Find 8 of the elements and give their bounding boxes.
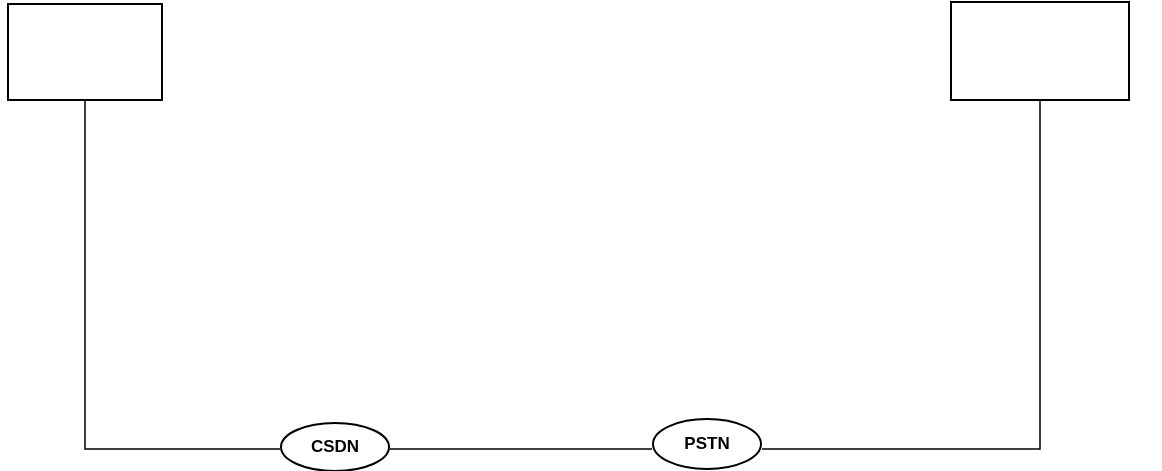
network-label: PSTN	[684, 434, 730, 454]
connector-line	[761, 100, 1041, 450]
terminal-box	[950, 1, 1130, 101]
connector-line	[389, 448, 653, 450]
connector-line	[84, 100, 281, 450]
network-label: CSDN	[310, 437, 360, 457]
terminal-box	[7, 3, 163, 101]
network-ellipse	[652, 418, 762, 470]
